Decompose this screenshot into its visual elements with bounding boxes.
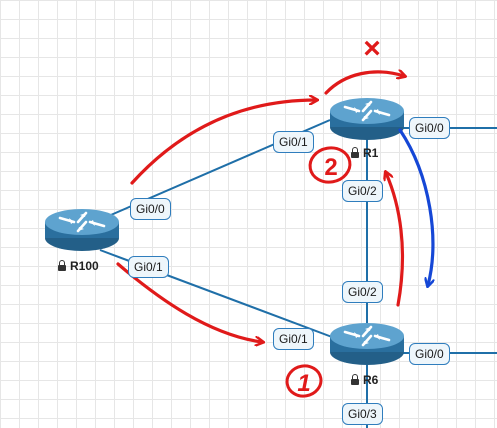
node-label-r1: R1 bbox=[351, 146, 378, 160]
node-name: R6 bbox=[363, 373, 379, 387]
annotation-step-two: 2 bbox=[324, 154, 337, 181]
iface-r100-gi00[interactable]: Gi0/0 bbox=[130, 198, 171, 220]
iface-r1-gi02[interactable]: Gi0/2 bbox=[342, 180, 383, 202]
annotation-arrow-r1-to-r6 bbox=[398, 128, 433, 285]
annotation-arrow-r100-to-r1 bbox=[130, 100, 316, 185]
annotation-circle-two bbox=[308, 146, 352, 184]
annotation-circle-one bbox=[285, 364, 323, 398]
annotation-step-one: 1 bbox=[297, 370, 310, 397]
router-r1-icon[interactable] bbox=[328, 96, 406, 142]
iface-r1-gi00[interactable]: Gi0/0 bbox=[409, 117, 450, 139]
router-r100-icon[interactable] bbox=[43, 207, 121, 253]
iface-r6-gi02[interactable]: Gi0/2 bbox=[342, 281, 383, 303]
node-label-r100: R100 bbox=[58, 259, 99, 273]
annotation-arrow-over-r1 bbox=[324, 72, 404, 95]
router-r6-icon[interactable] bbox=[328, 321, 406, 367]
annotation-cross: × bbox=[363, 32, 381, 65]
iface-r6-gi01[interactable]: Gi0/1 bbox=[273, 328, 314, 350]
node-name: R1 bbox=[363, 146, 379, 160]
node-name: R100 bbox=[70, 259, 99, 273]
lock-icon bbox=[58, 260, 66, 271]
iface-r1-gi01[interactable]: Gi0/1 bbox=[273, 131, 314, 153]
lock-icon bbox=[351, 374, 359, 385]
node-label-r6: R6 bbox=[351, 373, 378, 387]
iface-r6-gi03[interactable]: Gi0/3 bbox=[342, 403, 383, 425]
iface-r100-gi01[interactable]: Gi0/1 bbox=[128, 256, 169, 278]
annotation-arrow-r6-to-r1 bbox=[386, 173, 405, 307]
lock-icon bbox=[351, 147, 359, 158]
iface-r6-gi00[interactable]: Gi0/0 bbox=[409, 343, 450, 365]
